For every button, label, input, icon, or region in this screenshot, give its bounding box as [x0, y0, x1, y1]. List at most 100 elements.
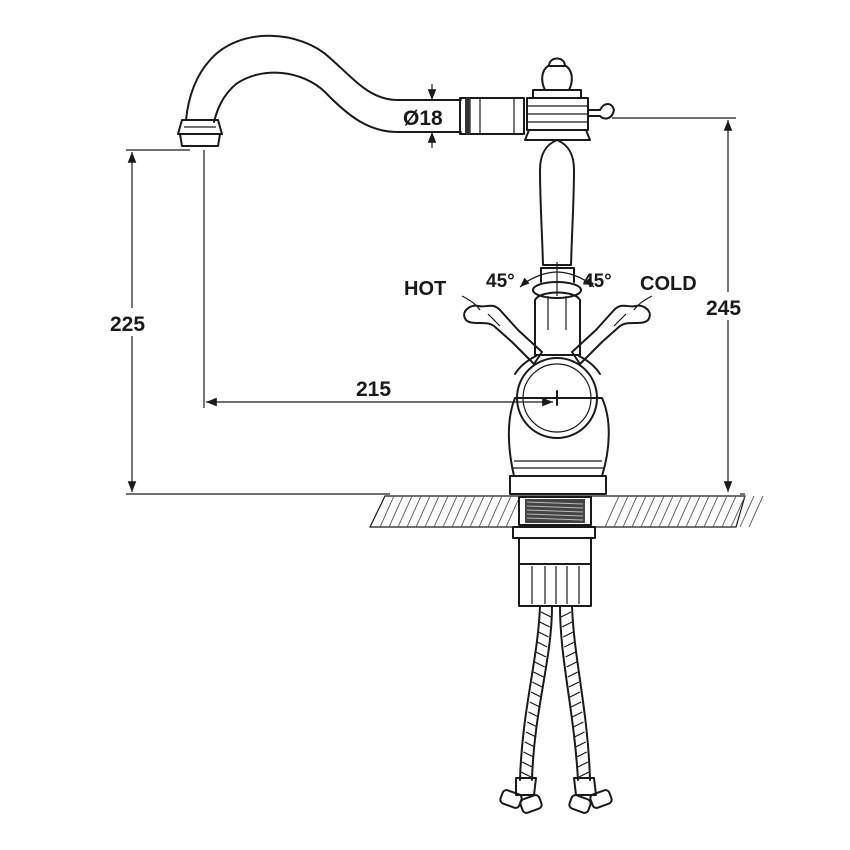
- hatch-line: [388, 495, 404, 528]
- hatch-line: [460, 495, 476, 528]
- thread-line: [526, 513, 584, 517]
- thread-line: [526, 517, 584, 521]
- hatch-line: [676, 495, 692, 528]
- height-total-label-backdrop: [704, 292, 752, 320]
- diameter-label: Ø18: [403, 107, 443, 130]
- hose-braid: [520, 611, 590, 778]
- braid-mark: [574, 731, 585, 738]
- braid-mark: [566, 661, 577, 668]
- dimension-diameter: [402, 84, 462, 148]
- braid-mark: [525, 731, 537, 738]
- hatch-line: [712, 495, 728, 528]
- hatch-line: [406, 495, 422, 528]
- braid-mark: [524, 741, 536, 748]
- hatch-line: [667, 495, 683, 528]
- braid-mark: [523, 751, 534, 758]
- thread-line: [526, 505, 584, 509]
- height-spout-label: 225: [110, 313, 145, 336]
- braid-mark: [565, 651, 576, 658]
- braid-mark: [535, 651, 547, 658]
- hatch-line: [730, 495, 746, 528]
- hatch-line: [685, 495, 701, 528]
- hatch-line: [613, 495, 629, 528]
- diameter-label-backdrop: [400, 105, 458, 129]
- braid-mark: [562, 631, 574, 638]
- hatch-line: [721, 495, 737, 528]
- braid-mark: [539, 621, 551, 628]
- braid-mark: [530, 691, 542, 698]
- braid-mark: [576, 751, 588, 758]
- dimension-225: [126, 149, 390, 495]
- braid-mark: [578, 771, 590, 778]
- hatch-line: [604, 495, 620, 528]
- valve-column: [532, 139, 582, 356]
- hot-label: HOT: [404, 278, 446, 300]
- hose-fitting-left: [499, 777, 543, 814]
- faucet-base: [507, 397, 610, 495]
- top-cap: [524, 57, 615, 141]
- cold-handle: [571, 304, 651, 375]
- hatch-line: [379, 495, 395, 528]
- braid-mark: [564, 641, 575, 648]
- braid-mark: [571, 711, 583, 718]
- hatch-line: [424, 495, 440, 528]
- braid-mark: [560, 611, 572, 618]
- hatch-line: [433, 495, 449, 528]
- hatch-line: [397, 495, 413, 528]
- braid-mark: [521, 761, 533, 768]
- braid-mark: [520, 771, 532, 778]
- hatch-line: [631, 495, 647, 528]
- hatch-line: [478, 495, 494, 528]
- hatch-line: [469, 495, 485, 528]
- hatch-line: [748, 495, 764, 528]
- hatch-line: [640, 495, 656, 528]
- hatch-line: [505, 495, 521, 528]
- hot-handle: [463, 304, 543, 375]
- braid-mark: [536, 641, 548, 648]
- countertop: [369, 495, 764, 528]
- hot-angle-label: 45°: [486, 271, 515, 292]
- hatch-line: [487, 495, 503, 528]
- hatch-line: [658, 495, 674, 528]
- hatch-line: [496, 495, 512, 528]
- braid-mark: [561, 621, 573, 628]
- braid-mark: [540, 611, 552, 618]
- handle-rotation-arcs: [461, 262, 653, 311]
- braid-mark: [529, 701, 541, 708]
- countertop-hatching: [379, 495, 764, 528]
- braid-mark: [534, 661, 546, 668]
- hatch-line: [451, 495, 467, 528]
- spout-collar: [459, 97, 525, 135]
- hose-fitting-right: [568, 777, 613, 814]
- braid-mark: [575, 741, 586, 748]
- braid-mark: [569, 691, 581, 698]
- braid-mark: [526, 721, 538, 728]
- hatch-line: [649, 495, 665, 528]
- reach-label: 215: [356, 378, 391, 401]
- braid-mark: [568, 681, 580, 688]
- supply-hoses: [499, 605, 613, 814]
- shank-thread: [526, 501, 584, 521]
- braid-mark: [577, 761, 589, 768]
- braid-mark: [570, 701, 582, 708]
- thread-line: [526, 509, 584, 513]
- hatch-line: [415, 495, 431, 528]
- braid-mark: [538, 631, 549, 638]
- thread-line: [526, 501, 584, 505]
- braid-mark: [533, 671, 544, 678]
- braid-mark: [528, 711, 539, 718]
- cold-angle-label: 45°: [583, 271, 612, 292]
- hatch-line: [622, 495, 638, 528]
- braid-mark: [573, 721, 584, 728]
- dimension-215: [203, 150, 553, 408]
- cold-label: COLD: [640, 273, 697, 295]
- hatch-line: [739, 495, 755, 528]
- mounting-shank: [512, 496, 596, 607]
- hatch-line: [703, 495, 719, 528]
- hatch-line: [442, 495, 458, 528]
- hatch-line: [694, 495, 710, 528]
- height-spout-label-backdrop: [108, 308, 154, 336]
- braid-mark: [567, 671, 579, 678]
- height-total-label: 245: [706, 297, 741, 320]
